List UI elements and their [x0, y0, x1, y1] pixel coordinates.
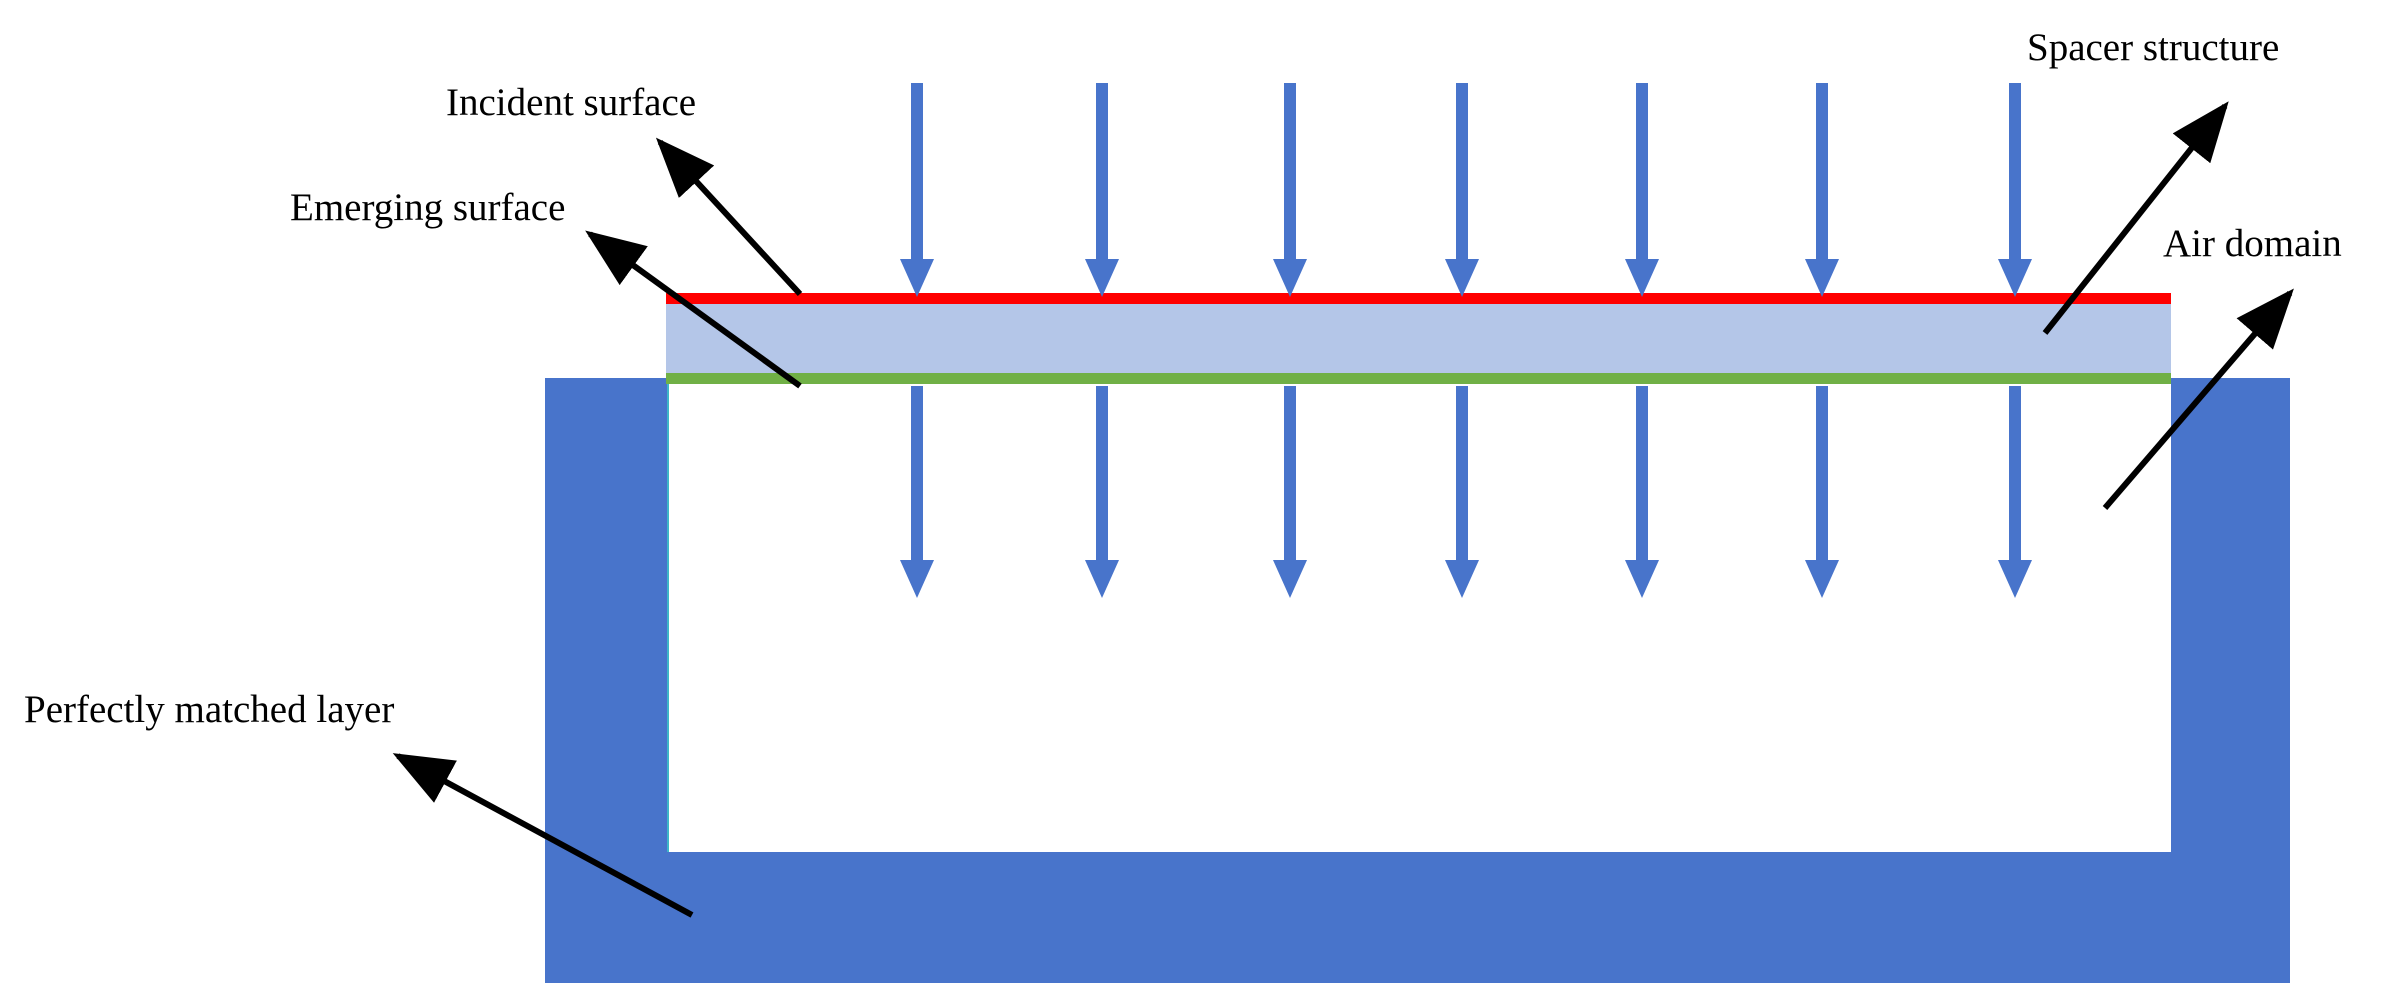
emerging-surface [666, 373, 2171, 384]
pointer-arrow-incident [655, 137, 803, 297]
wave-arrows [900, 83, 2032, 598]
incident-surface [666, 293, 2171, 304]
down-arrow-head [1805, 560, 1839, 598]
spacer-structure [666, 300, 2171, 376]
down-arrow-head [1273, 560, 1307, 598]
down-arrow-head [1445, 259, 1479, 297]
pointer-arrows [392, 101, 2294, 918]
label-incident-surface: Incident surface [446, 81, 696, 124]
down-arrow-head [1085, 259, 1119, 297]
label-air-domain: Air domain [2163, 222, 2342, 265]
pointer-arrow-spacer [2042, 101, 2229, 335]
down-arrow-head [1273, 259, 1307, 297]
down-arrow-shaft [1816, 386, 1828, 562]
incident-wave-arrow-icon [1085, 83, 1119, 297]
down-arrow-shaft [1456, 386, 1468, 562]
down-arrow-head [1805, 259, 1839, 297]
down-arrow-shaft [1096, 386, 1108, 562]
transmitted-wave-arrow-icon [1625, 386, 1659, 598]
transmitted-wave-arrow-icon [900, 386, 934, 598]
down-arrow-head [1625, 259, 1659, 297]
down-arrow-shaft [1096, 83, 1108, 261]
perfectly-matched-layer [545, 378, 2290, 983]
label-emerging-surface: Emerging surface [290, 186, 565, 229]
incident-wave-arrow-icon [900, 83, 934, 297]
down-arrow-shaft [1636, 83, 1648, 261]
down-arrow-shaft [911, 386, 923, 562]
down-arrow-shaft [1284, 83, 1296, 261]
down-arrow-shaft [1636, 386, 1648, 562]
pointer-arrow-air [2102, 288, 2294, 510]
incident-wave-arrow-icon [1625, 83, 1659, 297]
label-spacer-structure: Spacer structure [2027, 26, 2279, 69]
down-arrow-head [1998, 259, 2032, 297]
incident-wave-arrow-icon [1998, 83, 2032, 297]
down-arrow-shaft [2009, 83, 2021, 261]
pointer-arrow-pml [392, 753, 694, 918]
down-arrow-head [1625, 560, 1659, 598]
incident-wave-arrow-icon [1273, 83, 1307, 297]
transmitted-wave-arrow-icon [1273, 386, 1307, 598]
down-arrow-head [1998, 560, 2032, 598]
incident-wave-arrow-icon [1805, 83, 1839, 297]
pml-bottom [545, 852, 2290, 983]
transmitted-wave-arrow-icon [1085, 386, 1119, 598]
down-arrow-shaft [2009, 386, 2021, 562]
down-arrow-head [900, 259, 934, 297]
transmitted-wave-arrow-icon [1445, 386, 1479, 598]
down-arrow-shaft [1816, 83, 1828, 261]
down-arrow-head [1085, 560, 1119, 598]
transmitted-wave-arrow-icon [1998, 386, 2032, 598]
label-perfectly-matched-layer: Perfectly matched layer [24, 688, 394, 731]
down-arrow-head [900, 560, 934, 598]
pointer-arrow-emerging [585, 230, 802, 389]
down-arrow-shaft [1284, 386, 1296, 562]
down-arrow-head [1445, 560, 1479, 598]
down-arrow-shaft [911, 83, 923, 261]
transmitted-wave-arrow-icon [1805, 386, 1839, 598]
down-arrow-shaft [1456, 83, 1468, 261]
incident-wave-arrow-icon [1445, 83, 1479, 297]
